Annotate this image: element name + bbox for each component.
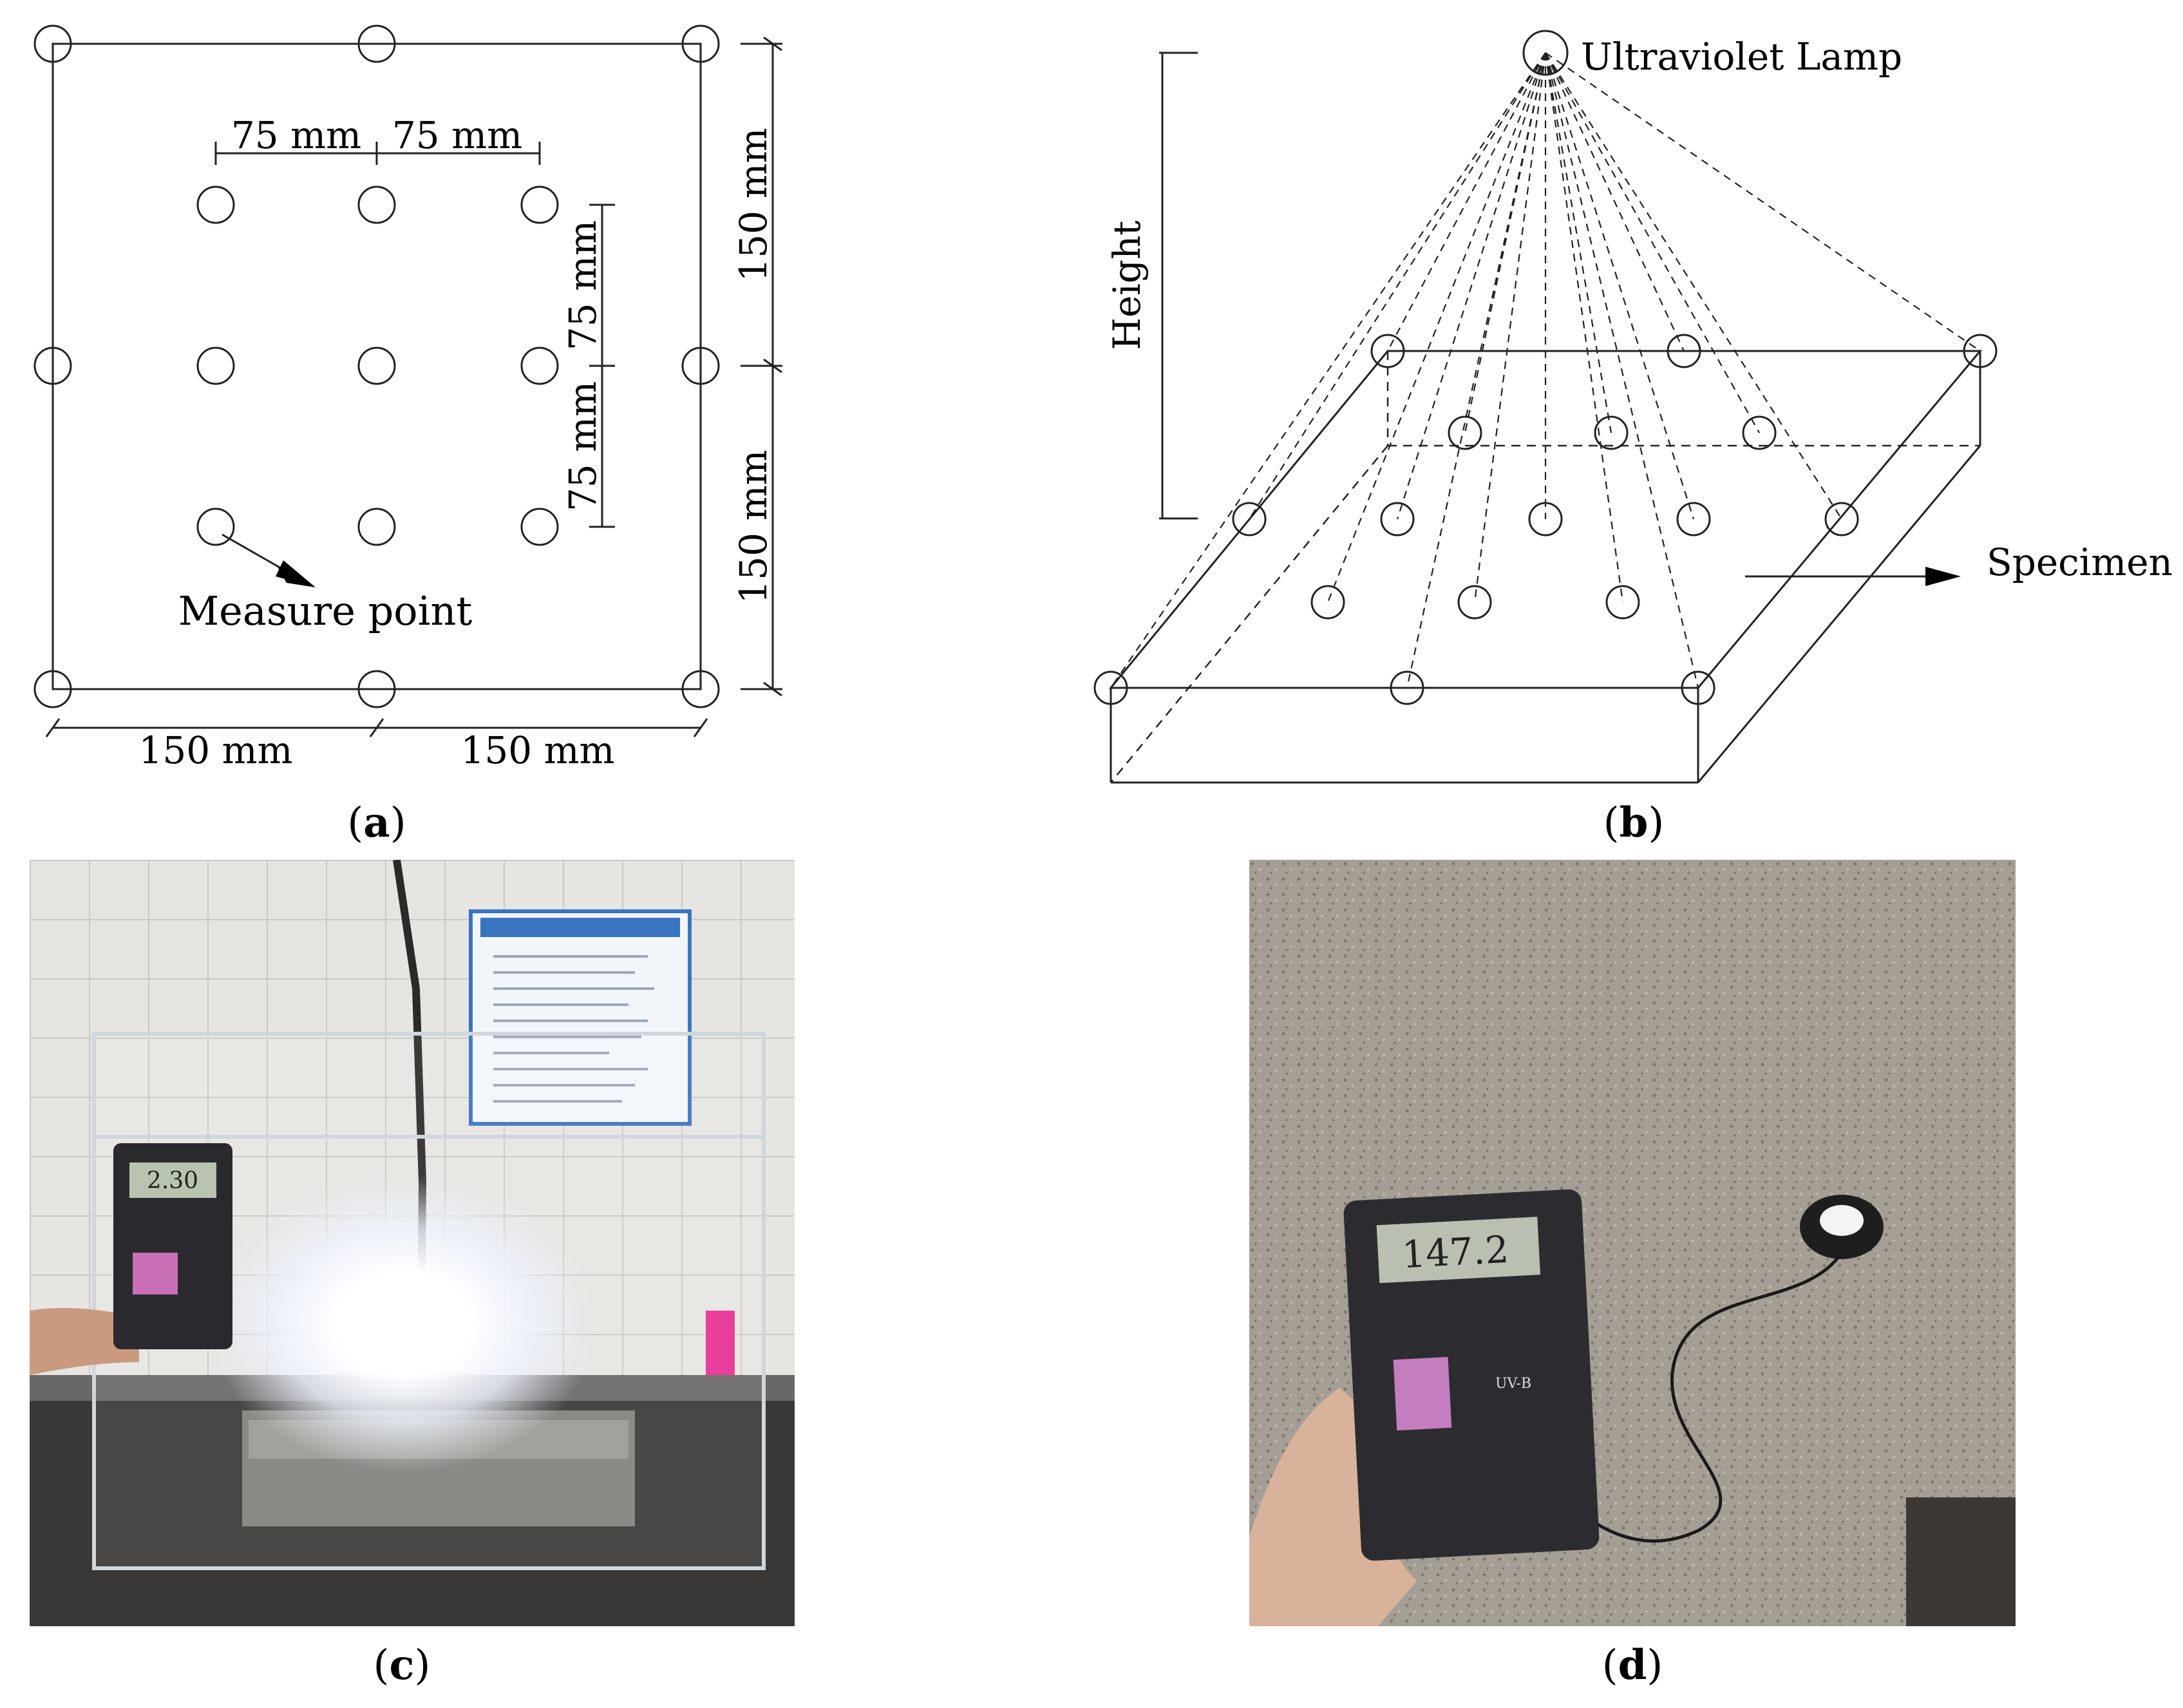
measure-point-circle <box>196 508 235 546</box>
measure-point-circle <box>33 24 72 63</box>
measure-point-circle <box>196 346 235 385</box>
measure-point-circle <box>681 24 720 63</box>
specimen-top-face <box>1108 350 1983 689</box>
measure-point-circle <box>1370 334 1405 368</box>
lamp-label: Ultraviolet Lamp <box>1581 35 1902 79</box>
measure-point-circle <box>1380 502 1415 536</box>
uv-meter-device: 147.2 UV-B <box>1343 1189 1600 1561</box>
uv-lamp-glow <box>210 1175 596 1472</box>
dim-label: 75 mm <box>561 381 605 511</box>
measure-point-circle <box>681 670 720 708</box>
measure-point-circle <box>1457 585 1492 620</box>
measure-point-circle <box>1676 502 1711 536</box>
measure-point-circle <box>1963 334 1998 368</box>
measure-point-circle <box>1093 670 1128 705</box>
measure-point-circle <box>1594 415 1629 450</box>
measure-point-circle <box>1232 502 1267 536</box>
specimen-outline <box>52 43 702 690</box>
light-rays <box>1110 52 1981 688</box>
dim-label: 150 mm <box>732 450 775 603</box>
caption-b: (b) <box>1603 799 1665 847</box>
caption-c: (c) <box>373 1641 431 1689</box>
caption-a: (a) <box>347 799 406 847</box>
measure-point-circle <box>357 185 396 224</box>
measure-point-circle <box>357 508 396 546</box>
measure-point-circle <box>520 185 559 224</box>
measure-point-circle <box>1310 585 1345 620</box>
measure-point-circle <box>520 508 559 546</box>
meter-reading: 2.30 <box>147 1168 198 1194</box>
photo-c-lamp-setup: 2.30 <box>30 860 795 1626</box>
arrow-icon <box>1925 567 1961 586</box>
lamp-circle <box>1522 30 1569 76</box>
measure-point-circle <box>357 346 396 385</box>
measure-point-circle <box>520 346 559 385</box>
measure-point-circle <box>357 670 396 708</box>
panel-b-diagram: Ultraviolet Lamp Height Specimen <box>1093 30 2173 784</box>
meter-model-text: UV-B <box>1495 1376 1531 1392</box>
specimen-label: Specimen <box>1987 540 2173 584</box>
measure-point-circle <box>1390 670 1424 705</box>
wall-notice <box>469 909 692 1126</box>
measure-point-circle <box>196 185 235 224</box>
caption-d: (d) <box>1602 1641 1663 1689</box>
measure-point-circle <box>1742 415 1777 450</box>
measure-point-circle <box>1824 502 1859 536</box>
dim-label: 150 mm <box>138 728 292 772</box>
measure-point-label: Measure point <box>178 587 473 634</box>
meter-reading: 147.2 <box>1401 1228 1509 1277</box>
measure-point-circle <box>33 670 72 708</box>
photo-d-outdoor-measurement: 147.2 UV-B <box>1249 860 2016 1626</box>
measure-point-circle <box>33 346 72 385</box>
measure-point-circle <box>1667 334 1701 368</box>
dim-label: 75 mm <box>561 220 605 350</box>
dim-label: 150 mm <box>460 728 614 772</box>
dim-label: 150 mm <box>732 128 775 281</box>
measure-point-circle <box>1681 670 1715 705</box>
dim-label: 75 mm <box>392 113 522 157</box>
panel-a-diagram: 75 mm 75 mm 75 mm 75 mm 150 mm 150 mm 15… <box>33 24 782 772</box>
measure-point-circle <box>357 24 396 63</box>
measure-point-circle <box>1605 585 1640 620</box>
uv-meter-device: 2.30 <box>113 1143 232 1349</box>
dim-label: 75 mm <box>231 113 361 157</box>
measure-point-circle <box>681 346 720 385</box>
height-label: Height <box>1105 220 1149 350</box>
measure-point-circle <box>1448 415 1482 450</box>
